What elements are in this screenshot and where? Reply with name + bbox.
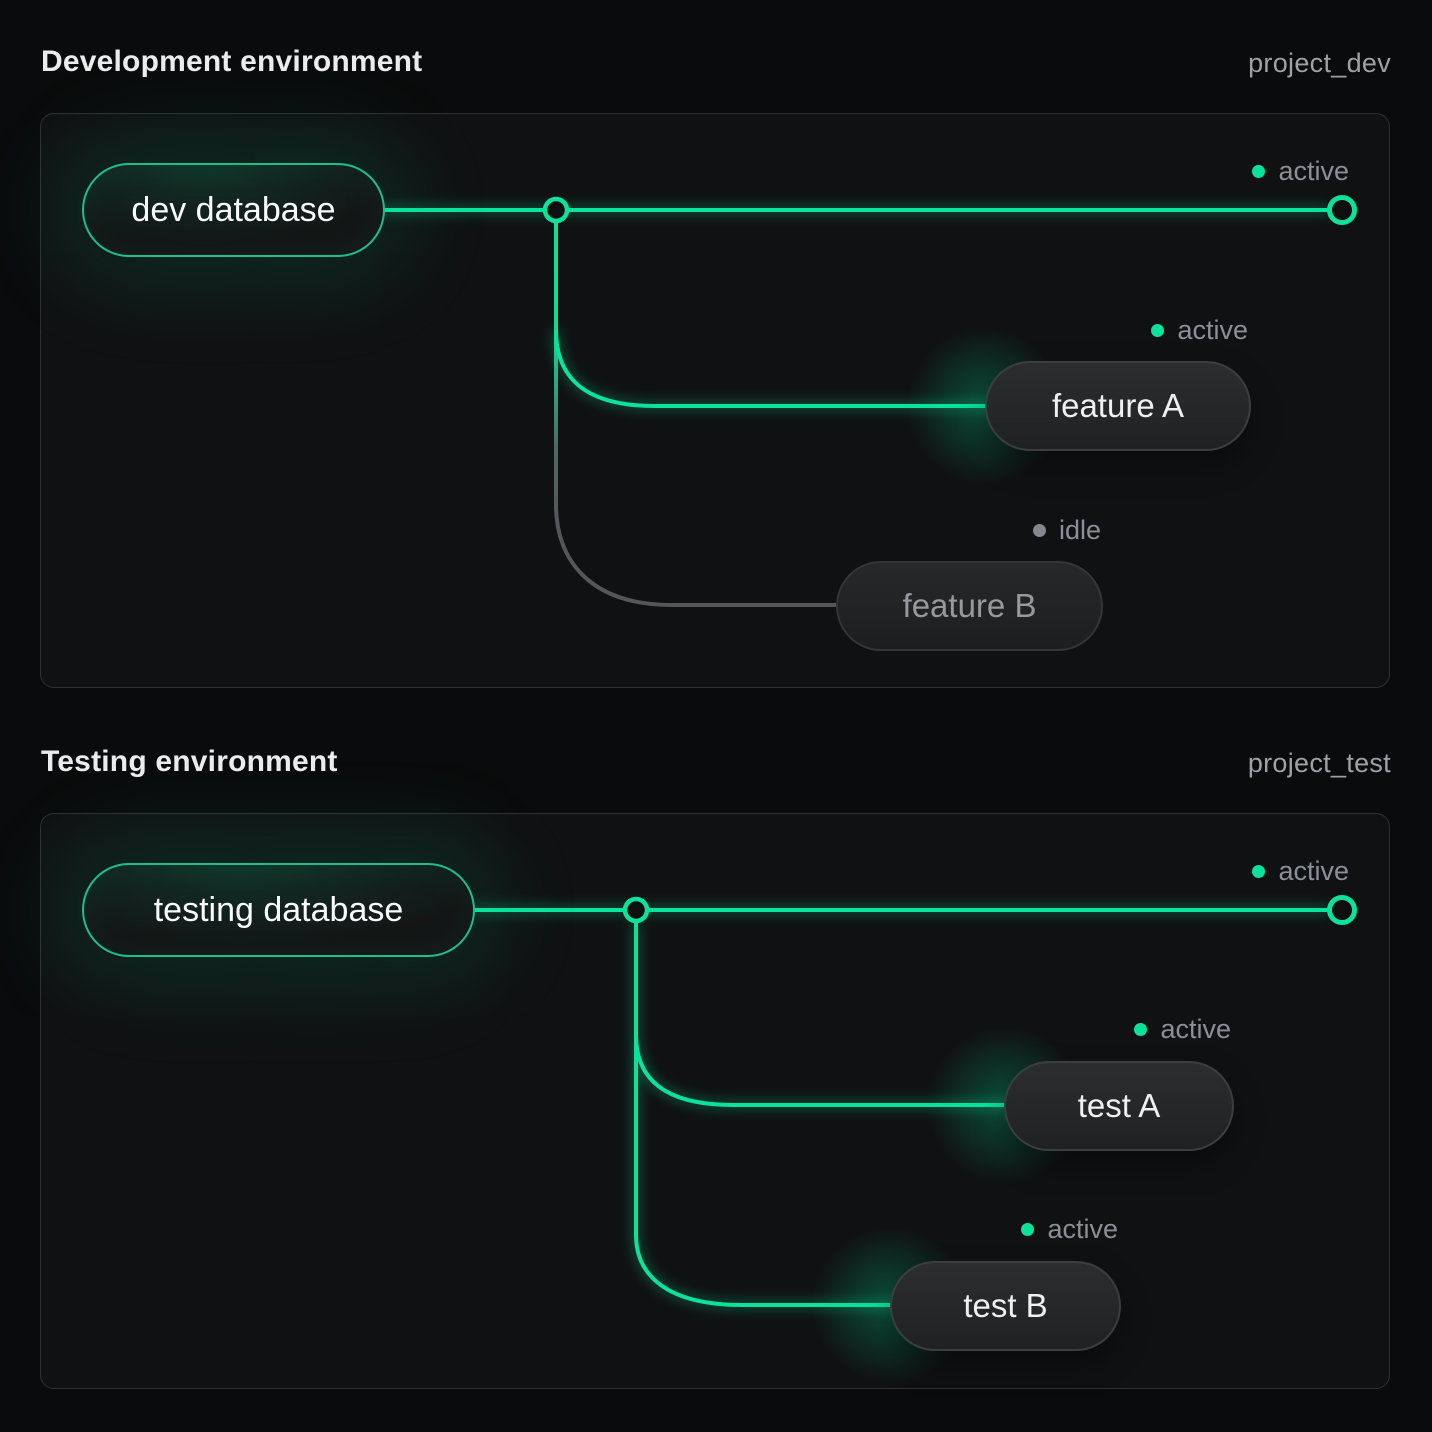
dev-project-name: project_dev [1248, 48, 1391, 78]
active-status-dot-icon [1134, 1022, 1148, 1036]
active-status-dot-icon [1021, 1222, 1035, 1236]
dev-main-status-label: active [1278, 156, 1349, 186]
feature-a-status-badge: active [1151, 314, 1248, 346]
test-a-label: test A [1077, 1087, 1161, 1124]
dev-environment-title: Development environment [41, 45, 423, 78]
test-a-status-badge: active [1134, 1013, 1231, 1045]
test-b-pill[interactable]: test B [890, 1261, 1121, 1351]
dev-database-pill[interactable]: dev database [82, 163, 385, 257]
test-project-name: project_test [1247, 748, 1391, 778]
idle-status-dot-icon [1032, 523, 1046, 537]
test-b-label: test B [963, 1287, 1048, 1324]
test-b-status-label: active [1047, 1214, 1118, 1244]
test-main-status-label: active [1278, 856, 1349, 886]
testing-database-label: testing database [153, 890, 404, 929]
active-status-dot-icon [1252, 864, 1266, 878]
feature-b-label: feature B [902, 587, 1037, 624]
active-status-dot-icon [1151, 323, 1165, 337]
feature-b-status-label: idle [1058, 515, 1101, 545]
feature-a-status-label: active [1177, 315, 1248, 345]
feature-b-status-badge: idle [1032, 514, 1101, 546]
feature-a-label: feature A [1051, 387, 1185, 424]
test-b-status-badge: active [1021, 1213, 1118, 1245]
test-environment-title: Testing environment [41, 745, 338, 778]
testing-database-pill[interactable]: testing database [82, 863, 475, 957]
feature-a-pill[interactable]: feature A [985, 361, 1251, 451]
feature-b-pill[interactable]: feature B [836, 561, 1103, 651]
test-main-status-badge: active [1252, 855, 1349, 887]
dev-database-label: dev database [131, 190, 336, 229]
test-a-status-label: active [1160, 1014, 1231, 1044]
active-status-dot-icon [1252, 164, 1266, 178]
test-a-pill[interactable]: test A [1004, 1061, 1234, 1151]
dev-main-status-badge: active [1252, 155, 1349, 187]
